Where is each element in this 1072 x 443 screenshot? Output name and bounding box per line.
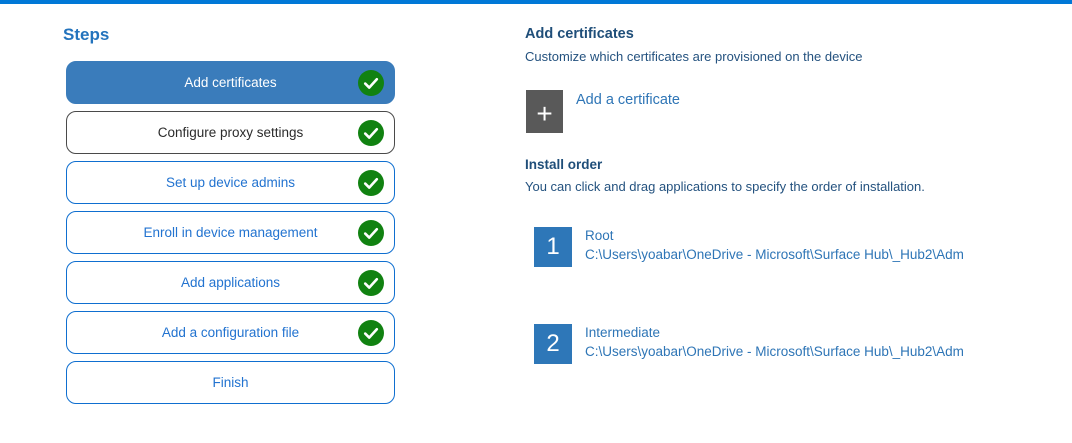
check-circle-icon — [358, 269, 384, 296]
plus-icon: + — [536, 97, 553, 129]
check-circle-icon — [358, 119, 384, 146]
install-order-item-root[interactable]: 1 Root C:\Users\yoabar\OneDrive - Micros… — [534, 227, 1064, 267]
step-label: Configure proxy settings — [157, 125, 304, 140]
check-circle-icon — [358, 69, 384, 96]
section-subtitle: Customize which certificates are provisi… — [525, 49, 863, 64]
install-order-item-intermediate[interactable]: 2 Intermediate C:\Users\yoabar\OneDrive … — [534, 324, 1064, 364]
step-label: Finish — [212, 375, 249, 390]
step-button-enroll-in-device-management[interactable]: Enroll in device management — [66, 211, 395, 254]
add-certificate-button[interactable]: + — [526, 90, 563, 133]
add-certificate-label[interactable]: Add a certificate — [576, 92, 680, 108]
step-button-configure-proxy-settings[interactable]: Configure proxy settings — [66, 111, 395, 154]
step-button-set-up-device-admins[interactable]: Set up device admins — [66, 161, 395, 204]
order-number-badge: 2 — [534, 324, 572, 364]
install-order-heading: Install order — [525, 157, 603, 172]
check-circle-icon — [358, 169, 384, 196]
step-label: Add a configuration file — [161, 325, 300, 340]
step-label: Add applications — [180, 275, 281, 290]
step-label: Add certificates — [184, 75, 277, 90]
section-title: Add certificates — [525, 26, 634, 42]
certificate-path: C:\Users\yoabar\OneDrive - Microsoft\Sur… — [585, 247, 964, 262]
step-button-add-applications[interactable]: Add applications — [66, 261, 395, 304]
step-label: Set up device admins — [165, 175, 296, 190]
accent-top-bar — [0, 0, 1072, 4]
install-order-description: You can click and drag applications to s… — [525, 179, 925, 194]
step-button-add-a-configuration-file[interactable]: Add a configuration file — [66, 311, 395, 354]
step-label: Enroll in device management — [143, 225, 318, 240]
order-number-badge: 1 — [534, 227, 572, 267]
step-button-add-certificates[interactable]: Add certificates — [66, 61, 395, 104]
certificate-name: Intermediate — [585, 325, 661, 340]
steps-list: Add certificates Configure proxy setting… — [66, 61, 395, 411]
steps-heading: Steps — [63, 25, 110, 44]
certificate-path: C:\Users\yoabar\OneDrive - Microsoft\Sur… — [585, 344, 964, 359]
check-circle-icon — [358, 219, 384, 246]
step-button-finish[interactable]: Finish — [66, 361, 395, 404]
check-circle-icon — [358, 319, 384, 346]
certificate-name: Root — [585, 228, 614, 243]
